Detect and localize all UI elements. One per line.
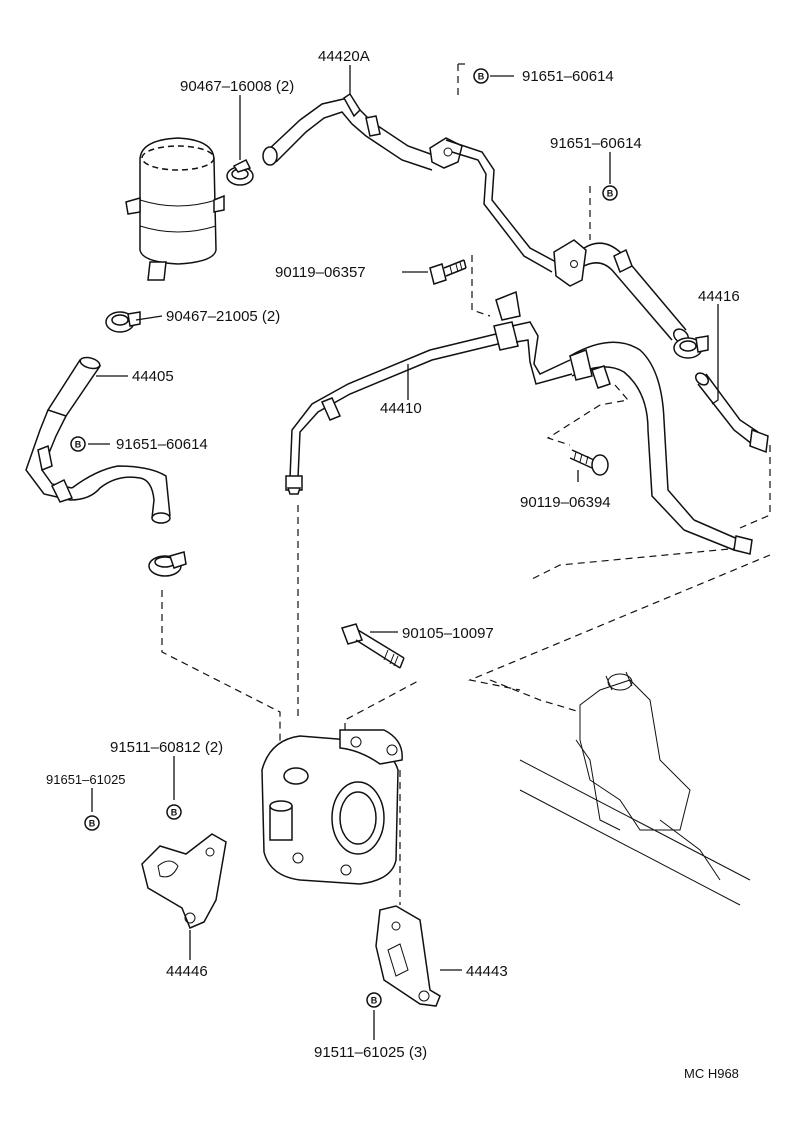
label-90119-06357: 90119–06357: [275, 264, 366, 281]
label-44405: 44405: [132, 368, 174, 385]
label-44410: 44410: [380, 400, 422, 417]
bolt-marker-3: [70, 436, 86, 452]
bolt-marker-3-text: B: [75, 440, 82, 450]
bolt-marker-2: [602, 185, 618, 201]
steering-gear: [519, 671, 751, 906]
suction-hose-44405: [25, 356, 171, 524]
hose-clamp-right: [673, 335, 709, 359]
label-91651-61025: 91651–61025: [46, 772, 126, 787]
label-91651-60614-left: 91651–60614: [116, 436, 208, 453]
power-steering-pump: [261, 729, 403, 885]
label-44416: 44416: [698, 288, 740, 305]
label-91651-60614-top: 91651–60614: [522, 68, 614, 85]
hose-clamp-lower: [148, 551, 187, 577]
label-90119-06394: 90119–06394: [520, 494, 611, 511]
label-44420a: 44420A: [318, 48, 370, 65]
bolt-marker-6-text: B: [371, 996, 378, 1006]
bolt-marker-5-text: B: [89, 819, 96, 829]
return-hose-44420a: [262, 92, 689, 344]
bolt-marker-4-text: B: [171, 808, 178, 818]
label-91511-60812: 91511–60812 (2): [110, 739, 223, 756]
diagram-code: MC H968: [684, 1066, 739, 1081]
bolt-90119-06394: [569, 449, 609, 476]
tube-44416: [694, 372, 769, 454]
label-91511-61025: 91511–61025 (3): [314, 1044, 427, 1061]
part-labels: 44420A 90467–16008 (2) 91651–60614 91651…: [46, 48, 740, 1081]
label-90467-16008: 90467–16008 (2): [180, 78, 294, 95]
label-44446: 44446: [166, 963, 208, 980]
bracket-44443: [375, 905, 441, 1007]
bolt-marker-6: [366, 992, 382, 1008]
bolt-marker-2-text: B: [607, 189, 614, 199]
reference-lines: [161, 63, 771, 905]
bolt-90119-06357: [429, 259, 467, 285]
bolt-markers: B B B B B B: [70, 68, 618, 1008]
hose-clamp-top: [226, 158, 254, 186]
bolt-marker-1-text: B: [478, 72, 485, 82]
bracket-44446: [141, 833, 227, 929]
label-90105-10097: 90105–10097: [402, 625, 494, 642]
hose-clamp-mid: [105, 311, 141, 333]
bolt-90105-10097: [341, 623, 405, 669]
leader-lines: [88, 65, 719, 1040]
bolt-marker-1: [473, 68, 489, 84]
label-90467-21005: 90467–21005 (2): [166, 308, 280, 325]
reservoir-tank: [125, 137, 225, 281]
pressure-tube-44410: [285, 290, 753, 555]
bolt-marker-4: [166, 804, 182, 820]
bolt-marker-5: [84, 815, 100, 831]
label-44443: 44443: [466, 963, 508, 980]
label-91651-60614-mid: 91651–60614: [550, 135, 642, 152]
